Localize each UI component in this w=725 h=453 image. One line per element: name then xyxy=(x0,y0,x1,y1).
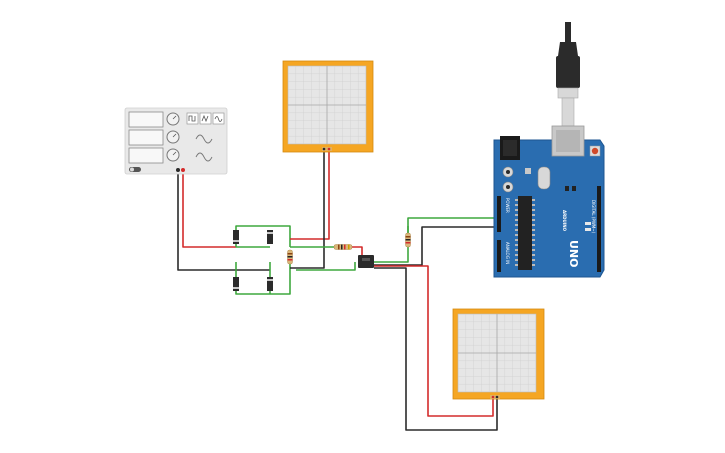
diode[interactable] xyxy=(233,230,239,244)
chip-pin xyxy=(532,214,535,216)
wire-red[interactable] xyxy=(374,265,494,417)
chip-pin xyxy=(532,254,535,256)
frequency-display xyxy=(128,111,164,128)
output-terminal-red[interactable] xyxy=(181,168,185,172)
board-label: UNO xyxy=(567,240,580,268)
resistor-vertical[interactable] xyxy=(405,226,411,248)
wire-red[interactable] xyxy=(290,152,330,240)
microcontroller-chip xyxy=(518,196,532,270)
chip-pin xyxy=(532,199,535,201)
chip-pin xyxy=(515,204,518,206)
digital-header[interactable] xyxy=(597,186,601,272)
chip-pin xyxy=(532,259,535,261)
transistor[interactable] xyxy=(358,255,374,268)
sine-wave-icon xyxy=(214,116,223,122)
sine-wave-icon xyxy=(195,134,213,144)
chip-pin xyxy=(515,249,518,251)
usb-cable xyxy=(556,22,580,127)
chip-pin xyxy=(515,214,518,216)
sine-wave-icon xyxy=(195,152,213,162)
wire-black[interactable] xyxy=(374,226,500,266)
chip-pin xyxy=(532,249,535,251)
wire-black[interactable] xyxy=(177,171,270,271)
oscilloscope-top[interactable] xyxy=(282,60,374,153)
wire-green[interactable] xyxy=(235,262,291,295)
resistor-vertical[interactable] xyxy=(287,249,293,265)
chip-pin xyxy=(515,239,518,241)
wire-green[interactable] xyxy=(296,262,356,271)
probe-terminal[interactable] xyxy=(322,147,332,151)
chip-pin xyxy=(532,244,535,246)
oscilloscope-bottom[interactable] xyxy=(452,308,545,400)
analog-header[interactable] xyxy=(497,240,501,272)
chip-pin xyxy=(515,254,518,256)
square-wave-icon xyxy=(188,115,196,122)
offset-display xyxy=(128,147,164,164)
chip-pin xyxy=(515,224,518,226)
wire-black[interactable] xyxy=(374,267,498,431)
diode[interactable] xyxy=(267,277,273,291)
chip-pin xyxy=(515,209,518,211)
chip-pin xyxy=(515,259,518,261)
arduino-board[interactable]: ARDUINO UNO DIGITAL (PWM~) POWER ANALOG … xyxy=(493,22,605,278)
crystal xyxy=(537,166,551,190)
wire-red[interactable] xyxy=(352,246,363,255)
wire-red[interactable] xyxy=(182,171,236,248)
chip-pin xyxy=(515,264,518,266)
chip-pin xyxy=(532,234,535,236)
chip-pin xyxy=(515,244,518,246)
output-terminal-black[interactable] xyxy=(176,168,180,172)
chip-pin xyxy=(515,219,518,221)
chip-pin xyxy=(532,204,535,206)
square-wave-button[interactable] xyxy=(186,112,199,125)
triangle-wave-icon xyxy=(201,114,209,123)
power-header-label: POWER xyxy=(505,198,510,213)
probe-terminal[interactable] xyxy=(490,395,500,399)
chip-pin xyxy=(515,234,518,236)
wire-green[interactable] xyxy=(235,225,291,247)
chip-pin xyxy=(515,199,518,201)
chip-pin xyxy=(532,209,535,211)
wires xyxy=(177,152,500,431)
brand-label: ARDUINO xyxy=(562,210,567,232)
triangle-wave-button[interactable] xyxy=(199,112,212,125)
digital-header-label: DIGITAL (PWM~) xyxy=(591,200,596,234)
wire-black[interactable] xyxy=(290,152,325,269)
resistor-horizontal[interactable] xyxy=(333,244,353,250)
power-header[interactable] xyxy=(497,196,501,232)
diode[interactable] xyxy=(233,277,239,291)
chip-pin xyxy=(532,239,535,241)
bridge-rectifier[interactable] xyxy=(233,230,273,291)
chip-pin xyxy=(532,264,535,266)
function-generator[interactable] xyxy=(124,107,228,175)
chip-pin xyxy=(532,229,535,231)
diode[interactable] xyxy=(267,230,273,244)
amplitude-display xyxy=(128,129,164,146)
wire-green[interactable] xyxy=(374,217,500,263)
chip-pin xyxy=(532,224,535,226)
chip-pin xyxy=(515,229,518,231)
chip-pin xyxy=(532,219,535,221)
analog-header-label: ANALOG IN xyxy=(505,242,510,264)
